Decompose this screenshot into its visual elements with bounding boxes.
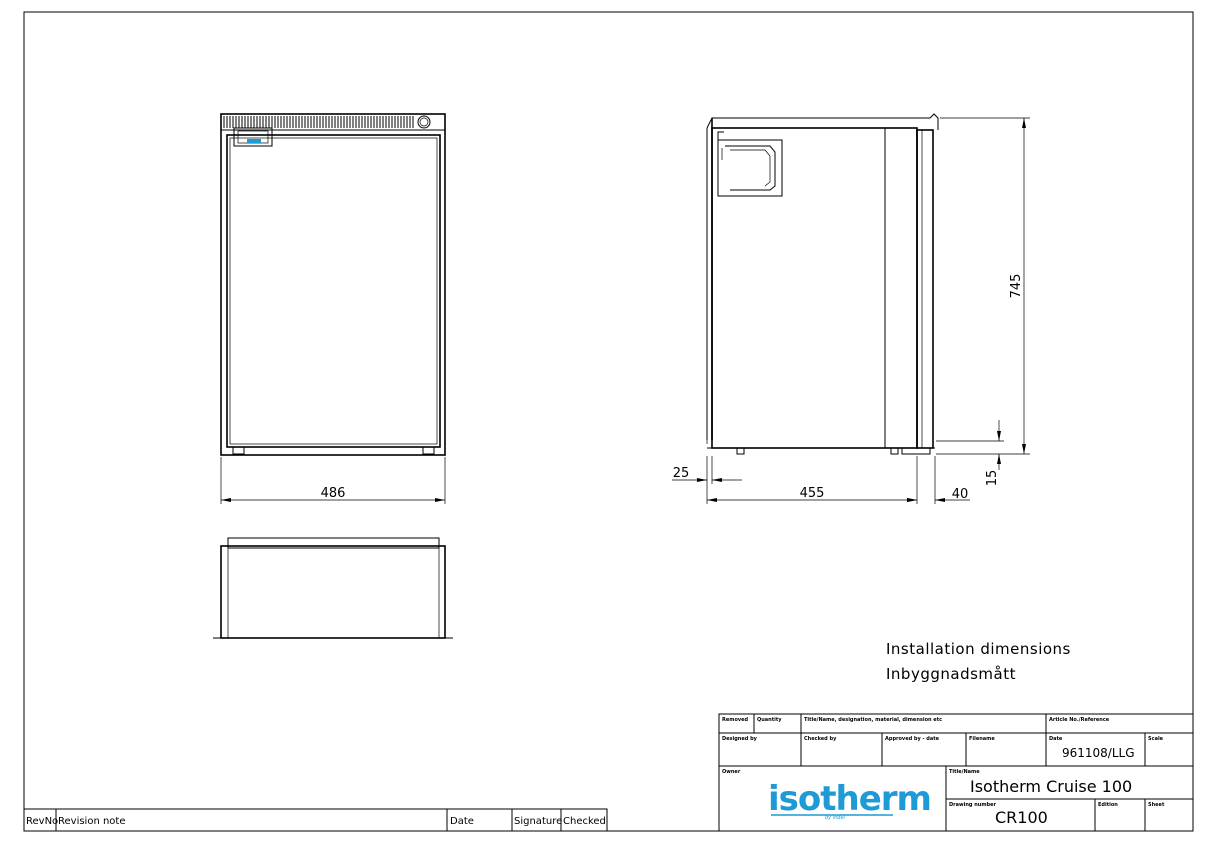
title-block: Removed Quantity Title/Name, designation…	[718, 713, 1194, 832]
svg-text:by indel: by indel	[825, 815, 846, 821]
compressor-box	[717, 139, 783, 197]
rev-header-revno: RevNo	[26, 816, 58, 827]
dim-height-745: 745	[1009, 274, 1024, 299]
title-value: Isotherm Cruise 100	[970, 777, 1132, 796]
rev-header-signature: Signature	[514, 816, 562, 827]
rev-header-checked: Checked	[563, 816, 606, 827]
rev-header-note: Revision note	[58, 816, 126, 827]
dim-depth-455: 455	[800, 486, 825, 501]
hdr-filename: Filename	[969, 736, 995, 742]
top-view	[213, 537, 453, 639]
hdr-title: Title/Name, designation, material, dimen…	[804, 717, 942, 723]
door-handle	[233, 127, 273, 147]
vent-grille	[223, 116, 414, 128]
sheet-border	[23, 11, 1194, 832]
door-side	[884, 127, 918, 449]
door	[226, 134, 441, 448]
hdr-article: Article No./Reference	[1049, 717, 1110, 723]
dim-door-40: 40	[952, 487, 969, 502]
hdr-scale: Scale	[1148, 736, 1164, 742]
hdr-removed: Removed	[722, 717, 749, 723]
note-inbyggnadsmatt: Inbyggnadsmått	[886, 665, 1016, 683]
handle-logo-icon	[247, 139, 261, 143]
front-view: 486	[220, 113, 446, 504]
drawing-number: CR100	[995, 808, 1048, 827]
rev-header-date: Date	[450, 816, 474, 827]
note-installation-dimensions: Installation dimensions	[886, 640, 1071, 658]
date-value: 961108/LLG	[1062, 746, 1135, 760]
hdr-drawing-number: Drawing number	[949, 802, 997, 808]
hdr-approved-by: Approved by - date	[885, 736, 940, 742]
svg-text:isotherm: isotherm	[768, 779, 931, 819]
hdr-designed-by: Designed by	[722, 736, 758, 742]
hdr-owner: Owner	[722, 769, 741, 775]
hdr-quantity: Quantity	[757, 717, 782, 723]
revision-block: RevNo Revision note Date Signature Check…	[23, 808, 608, 832]
hdr-edition: Edition	[1098, 802, 1118, 808]
side-view: 745 15 25 455 40	[672, 113, 1030, 504]
hdr-sheet: Sheet	[1148, 802, 1165, 808]
isotherm-logo: isotherm by indel	[768, 779, 932, 821]
thermostat-knob-icon	[417, 115, 431, 129]
hdr-date: Date	[1049, 736, 1063, 742]
dim-width-486: 486	[321, 486, 346, 501]
dim-foot-15: 15	[985, 470, 1000, 487]
dim-rear-25: 25	[673, 466, 690, 481]
hdr-title-name: Title/Name	[949, 769, 980, 775]
hdr-checked-by: Checked by	[804, 736, 837, 742]
